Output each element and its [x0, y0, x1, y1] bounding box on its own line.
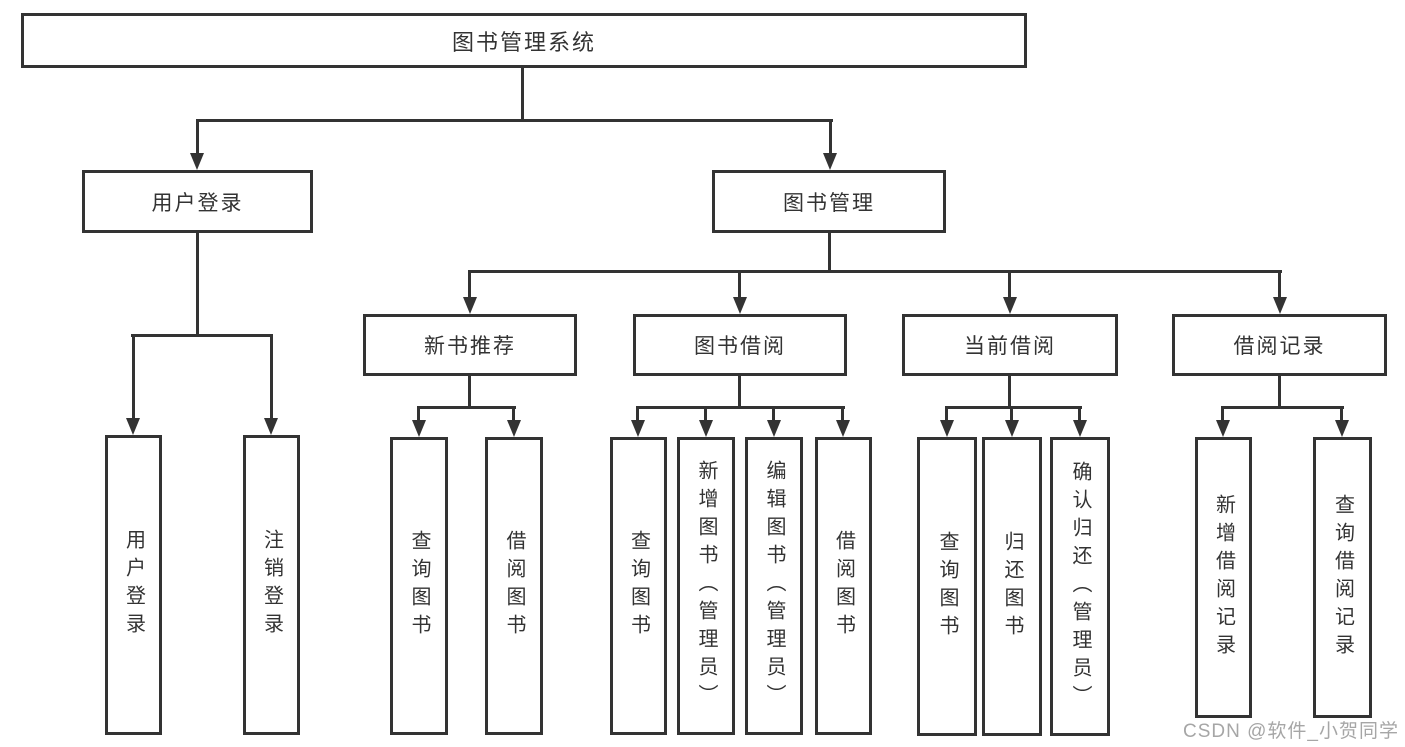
arrowhead [823, 153, 837, 170]
connector-line [1278, 273, 1281, 299]
leaf-query-books-recommend: 查询图书 [390, 437, 448, 735]
connector-line [828, 233, 831, 273]
connector-line [738, 273, 741, 299]
connector-line [417, 406, 516, 409]
arrowhead [264, 418, 278, 435]
arrowhead [126, 418, 140, 435]
connector-line [270, 337, 273, 421]
leaf-edit-books-admin: 编辑图书（管理员） [745, 437, 803, 735]
leaf-query-books-borrowing: 查询图书 [610, 437, 667, 735]
connector-line [521, 66, 524, 122]
connector-line [704, 409, 707, 422]
leaf-user-login: 用户登录 [105, 435, 162, 735]
leaf-logout: 注销登录 [243, 435, 300, 735]
arrowhead [836, 420, 850, 437]
connector-line [1278, 376, 1281, 409]
arrowhead [1073, 420, 1087, 437]
connector-line [512, 409, 515, 422]
connector-line [1008, 376, 1011, 409]
arrowhead [190, 153, 204, 170]
leaf-query-borrow-record: 查询借阅记录 [1313, 437, 1372, 718]
connector-line [196, 119, 833, 122]
leaf-return-books: 归还图书 [982, 437, 1042, 736]
connector-line [945, 406, 1082, 409]
connector-line [131, 334, 273, 337]
connector-line [1010, 409, 1013, 422]
connector-line [1221, 409, 1224, 422]
leaf-borrow-books: 借阅图书 [815, 437, 872, 735]
arrowhead [631, 420, 645, 437]
connector-line [132, 337, 135, 421]
arrowhead [1003, 297, 1017, 314]
node-library-management-system: 图书管理系统 [21, 13, 1027, 68]
connector-line [829, 122, 832, 156]
connector-line [841, 409, 844, 422]
leaf-add-books-admin: 新增图书（管理员） [677, 437, 735, 735]
connector-line [196, 122, 199, 156]
connector-line [1221, 406, 1344, 409]
leaf-query-books-current: 查询图书 [917, 437, 977, 736]
node-user-login: 用户登录 [82, 170, 313, 233]
node-new-book-recommend: 新书推荐 [363, 314, 577, 376]
connector-line [468, 270, 1282, 273]
node-borrowing-records: 借阅记录 [1172, 314, 1387, 376]
arrowhead [699, 420, 713, 437]
csdn-watermark: CSDN @软件_小贺同学 [1183, 721, 1399, 742]
leaf-confirm-return-admin: 确认归还（管理员） [1050, 437, 1110, 736]
arrowhead [1216, 420, 1230, 437]
connector-line [945, 409, 948, 422]
node-book-management: 图书管理 [712, 170, 946, 233]
arrowhead [1005, 420, 1019, 437]
connector-line [196, 233, 199, 337]
connector-line [417, 409, 420, 422]
node-current-borrowing: 当前借阅 [902, 314, 1118, 376]
arrowhead [507, 420, 521, 437]
arrowhead [1273, 297, 1287, 314]
connector-line [468, 376, 471, 409]
connector-line [772, 409, 775, 422]
arrowhead [733, 297, 747, 314]
arrowhead [940, 420, 954, 437]
connector-line [468, 273, 471, 299]
connector-line [1340, 409, 1343, 422]
connector-line [1078, 409, 1081, 422]
arrowhead [1335, 420, 1349, 437]
leaf-borrow-books-recommend: 借阅图书 [485, 437, 543, 735]
connector-line [738, 376, 741, 409]
connector-line [1008, 273, 1011, 299]
leaf-add-borrow-record: 新增借阅记录 [1195, 437, 1252, 718]
arrowhead [412, 420, 426, 437]
arrowhead [463, 297, 477, 314]
node-book-borrowing: 图书借阅 [633, 314, 847, 376]
connector-line [636, 409, 639, 422]
connector-line [636, 406, 845, 409]
arrowhead [767, 420, 781, 437]
